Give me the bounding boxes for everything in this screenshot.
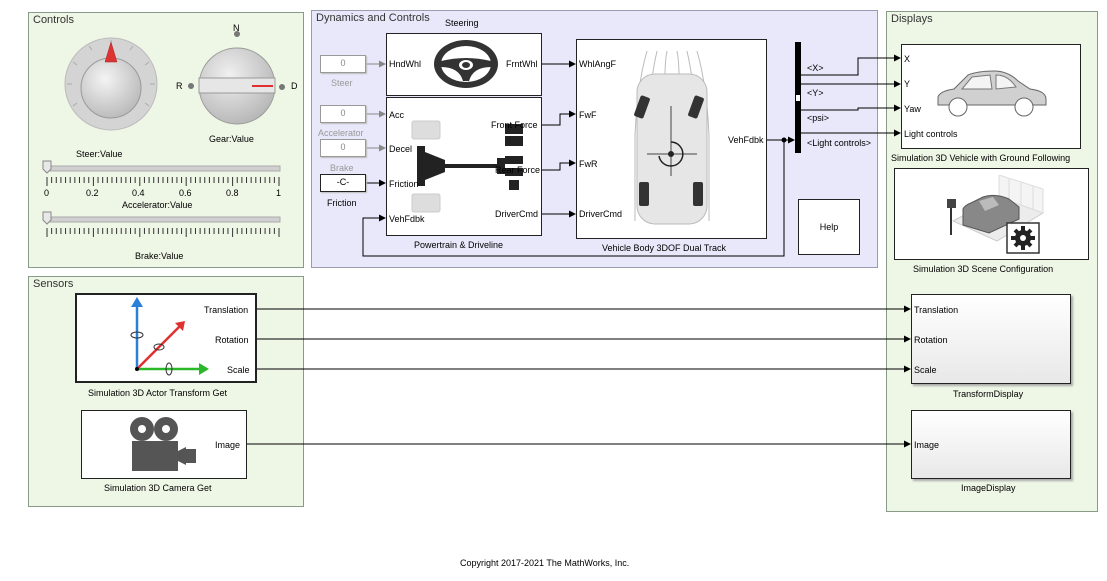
scene-config-block[interactable] (894, 168, 1089, 260)
driveline-icon (411, 120, 523, 213)
copyright-text: Copyright 2017-2021 The MathWorks, Inc. (460, 558, 630, 568)
actor-port-translation: Translation (204, 305, 249, 315)
video-camera-icon (130, 417, 196, 471)
steering-title: Steering (445, 18, 479, 28)
actor-transform-get-block[interactable] (75, 293, 257, 383)
powertrain-block[interactable] (386, 97, 542, 236)
brake-slider[interactable] (40, 211, 286, 239)
port-drivercmd-in: DriverCmd (579, 209, 623, 219)
controls-area-title: Controls (33, 14, 74, 26)
bus-signal-light-controls: <Light controls> (807, 138, 872, 148)
transform-display-port-rotation: Rotation (914, 335, 948, 345)
image-display-caption: ImageDisplay (961, 483, 1016, 493)
vehicle3d-block[interactable] (901, 44, 1081, 149)
actor-port-scale: Scale (227, 365, 250, 375)
bus-signal-psi: <psi> (807, 113, 830, 123)
bus-signal-x: <X> (807, 63, 824, 73)
port-whlangf: WhlAngF (579, 59, 617, 69)
camera-get-block[interactable] (81, 410, 247, 479)
powertrain-caption: Powertrain & Driveline (414, 240, 504, 250)
steering-wheel-icon (434, 40, 498, 88)
friction-const-label: Friction (327, 198, 357, 208)
gear-r-label: R (176, 81, 183, 91)
vehicle3d-port-x: X (904, 54, 911, 64)
friction-constant[interactable]: -C- (320, 174, 366, 192)
transform-display-port-translation: Translation (914, 305, 959, 315)
car-icon (937, 70, 1047, 117)
steer-knob[interactable] (63, 36, 159, 132)
accelerator-const-label: Accelerator (318, 128, 364, 138)
port-acc: Acc (389, 110, 405, 120)
port-front-force: Front Force (491, 120, 538, 130)
help-label: Help (819, 222, 839, 232)
scene-config-caption: Simulation 3D Scene Configuration (913, 264, 1054, 274)
sensors-area-title: Sensors (33, 278, 74, 290)
accel-tick-1: 0.2 (86, 188, 99, 198)
steer-value-label: Steer:Value (76, 149, 123, 159)
brake-const-label: Brake (330, 163, 354, 173)
actor-port-rotation: Rotation (215, 335, 249, 345)
vehicle-body-block[interactable] (576, 39, 767, 239)
port-fwf: FwF (579, 110, 597, 120)
image-display-port-image: Image (914, 440, 940, 450)
port-friction: Friction (389, 179, 419, 189)
vehicle3d-port-yaw: Yaw (904, 104, 921, 114)
gear-value-label: Gear:Value (209, 134, 254, 144)
accelerator-value-label: Accelerator:Value (122, 200, 193, 210)
accel-tick-5: 1 (276, 188, 282, 198)
port-rear-force: Rear Force (495, 165, 541, 175)
port-vehfdbk-in: VehFdbk (389, 214, 425, 224)
port-frntwhl: FrntWhl (506, 59, 538, 69)
gear-n-label: N (233, 23, 240, 33)
vehicle3d-caption: Simulation 3D Vehicle with Ground Follow… (891, 153, 1071, 163)
port-vehfdbk-out: VehFdbk (728, 135, 764, 145)
transform-display-port-scale: Scale (914, 365, 937, 375)
gear-d-label: D (291, 81, 298, 91)
camera-port-image: Image (215, 440, 241, 450)
vehicle-body-icon (634, 50, 710, 225)
bus-signal-y: <Y> (807, 88, 824, 98)
accelerator-constant[interactable]: 0 (320, 105, 366, 123)
gear-selector[interactable] (175, 22, 303, 132)
steer-const-label: Steer (331, 78, 353, 88)
actor-transform-get-caption: Simulation 3D Actor Transform Get (88, 388, 228, 398)
port-decel: Decel (389, 144, 413, 154)
accel-tick-2: 0.4 (132, 188, 145, 198)
accel-tick-4: 0.8 (226, 188, 239, 198)
accel-tick-0: 0 (44, 188, 50, 198)
vehicle3d-port-y: Y (904, 79, 911, 89)
scene-config-icon (947, 175, 1045, 254)
brake-value-label: Brake:Value (135, 251, 184, 261)
displays-area-title: Displays (891, 13, 933, 25)
transform-display-block[interactable] (911, 294, 1071, 384)
camera-get-caption: Simulation 3D Camera Get (104, 483, 212, 493)
port-drivercmd-out: DriverCmd (495, 209, 539, 219)
port-hndwhl: HndWhl (389, 59, 422, 69)
steering-block[interactable] (386, 33, 542, 96)
vehicle-body-caption: Vehicle Body 3DOF Dual Track (602, 243, 727, 253)
steer-constant[interactable]: 0 (320, 55, 366, 73)
vehicle3d-port-light-controls: Light controls (904, 129, 958, 139)
bus-selector-mark (796, 95, 800, 101)
brake-constant[interactable]: 0 (320, 139, 366, 157)
accelerator-slider[interactable] (40, 160, 286, 188)
image-display-block[interactable] (911, 410, 1071, 479)
dynamics-area-title: Dynamics and Controls (316, 12, 430, 24)
accel-tick-3: 0.6 (179, 188, 192, 198)
transform-display-caption: TransformDisplay (953, 389, 1024, 399)
port-fwr: FwR (579, 159, 598, 169)
axes-icon (130, 297, 209, 376)
help-button[interactable]: Help (798, 199, 860, 255)
